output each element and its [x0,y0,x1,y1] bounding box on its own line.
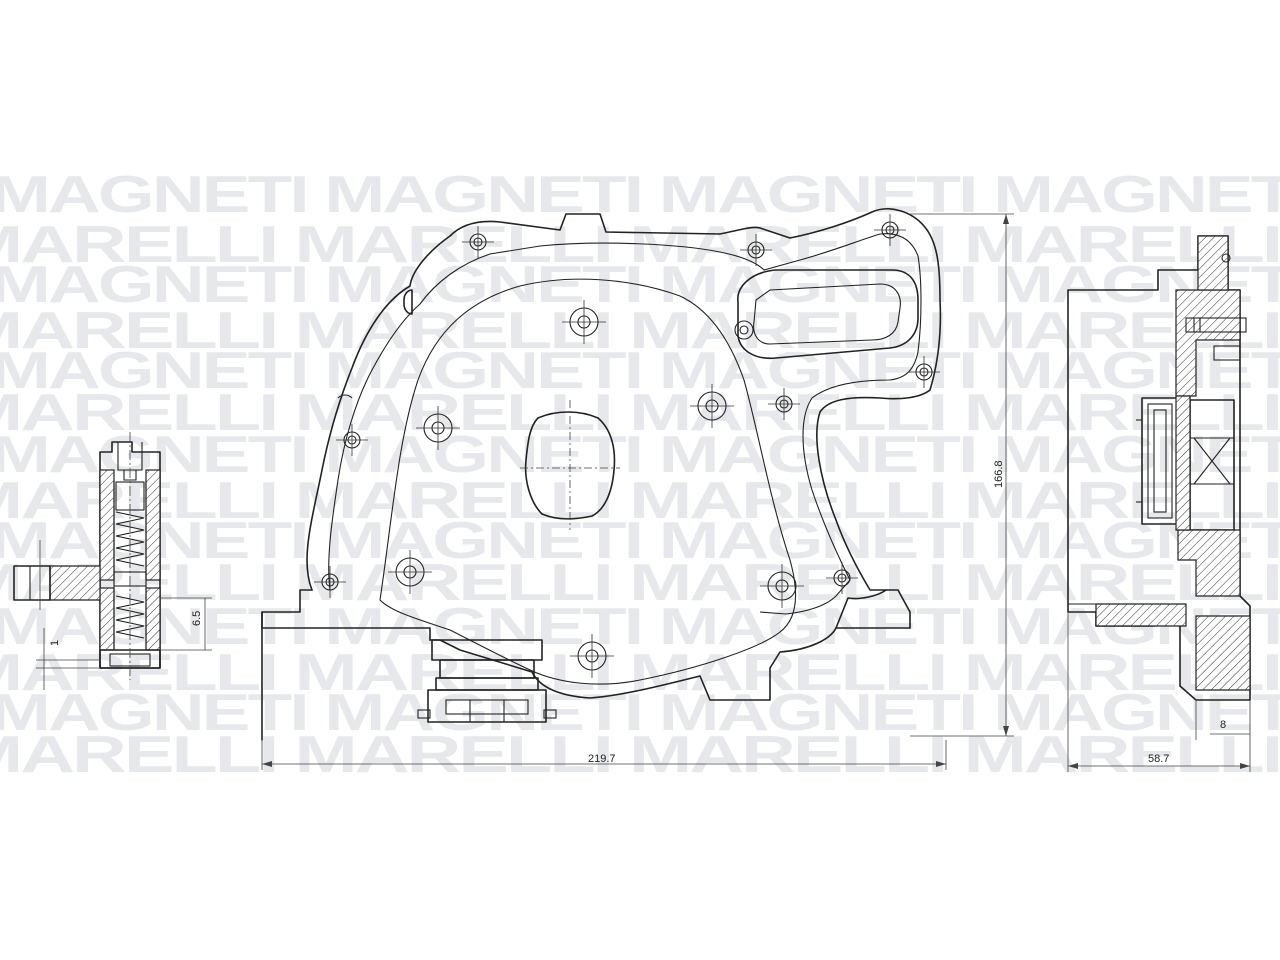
watermark-row: MAGNETI MAGNETI MAGNETI MAGNETI [0,512,1280,570]
watermark-row: MARELLI MARELLI MARELLI MARELLI [0,726,1280,784]
watermark-row: MARELLI MARELLI MARELLI MARELLI [0,216,1280,274]
valve-height-dimension: 6.5 [191,611,203,626]
side-small-dimension: 8 [1220,719,1226,731]
watermark-row: MAGNETI MAGNETI MAGNETI MAGNETI [0,342,1280,400]
watermark-row: MARELLI MARELLI MARELLI MARELLI [0,554,1280,612]
bolt-hole-group [314,214,940,678]
watermark-row: MAGNETI MAGNETI MAGNETI MAGNETI [0,684,1280,742]
watermark-row: MAGNETI MAGNETI MAGNETI MAGNETI [0,598,1280,656]
watermark-row: MARELLI MARELLI MARELLI MARELLI [0,644,1280,702]
watermark-row: MAGNETI MAGNETI MAGNETI MAGNETI [0,166,1280,224]
watermark-row: MARELLI MARELLI MARELLI MARELLI [0,472,1280,530]
watermark-row: MAGNETI MAGNETI MAGNETI MAGNETI [0,426,1280,484]
pressure-relief-valve-icon: 6.5 1 [13,432,212,690]
oil-pump-front-view-icon: 219.7 166.8 [261,208,1014,770]
watermark-row: MARELLI MARELLI MARELLI MARELLI [0,384,1280,442]
oil-pump-side-section-icon: 58.7 8 [1067,235,1251,772]
side-depth-dimension: 58.7 [1148,753,1169,765]
front-height-dimension: 166.8 [993,460,1005,488]
front-width-dimension: 219.7 [588,753,616,765]
watermark-row: MARELLI MARELLI MARELLI MARELLI [0,302,1280,360]
valve-small-dimension: 1 [49,640,61,646]
